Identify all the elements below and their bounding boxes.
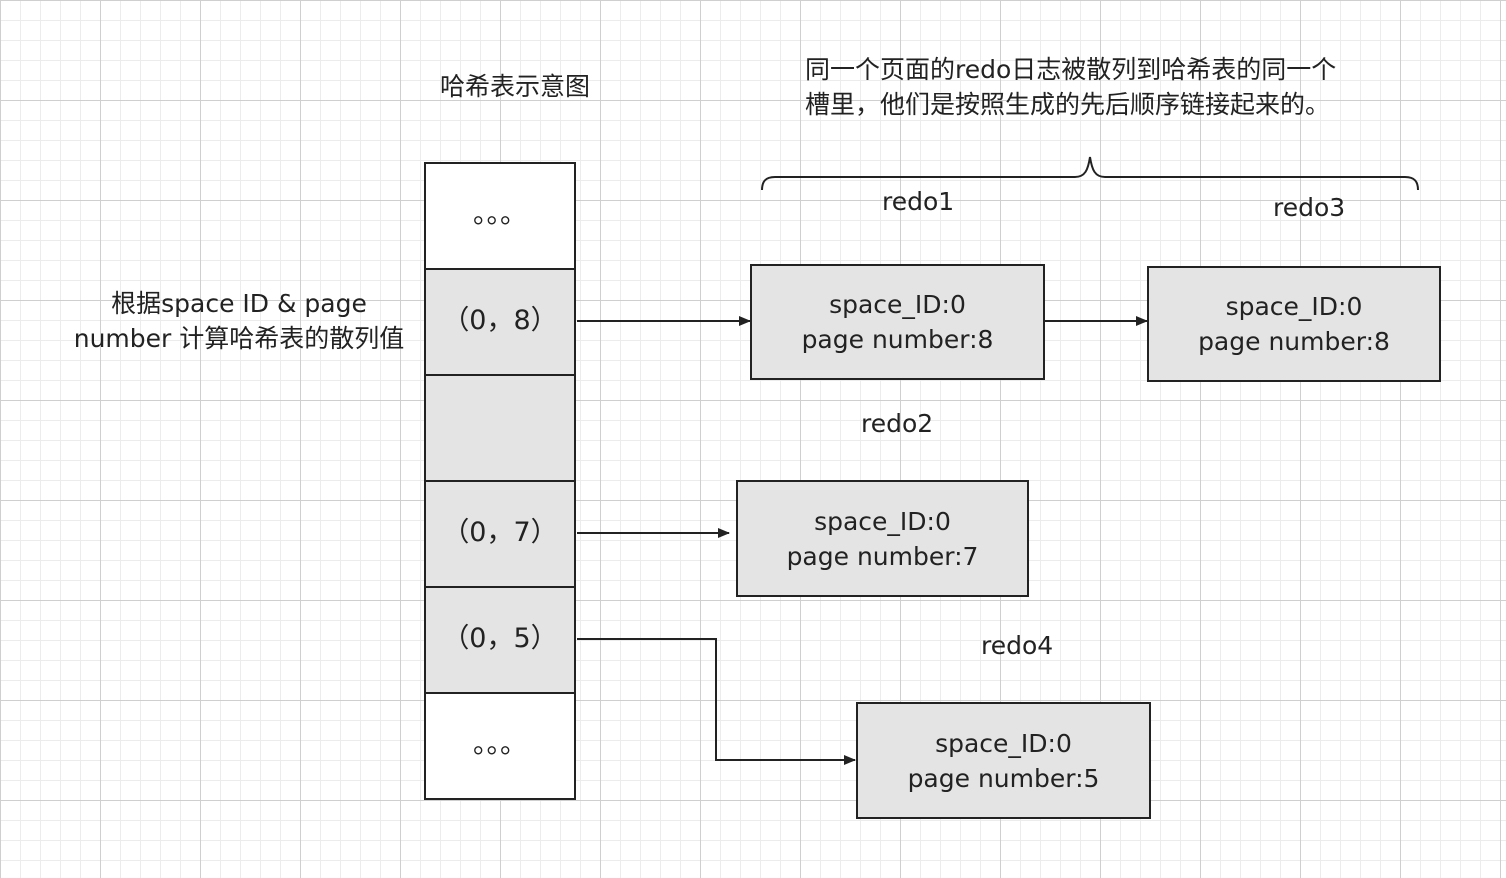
redo3-page-number: page number:8 [1198, 327, 1390, 356]
redo2-space-id: space_ID:0 [814, 506, 951, 536]
hash-slot-2 [424, 374, 576, 482]
hash-table [424, 162, 576, 800]
redo3-space-id: space_ID:0 [1225, 292, 1363, 321]
note-line-1: 同一个页面的redo日志被散列到哈希表的同一个 [805, 55, 1337, 84]
hash-slot-0 [424, 162, 576, 270]
redo1-label: redo1 [882, 187, 955, 216]
hash-slot-1 [424, 268, 576, 376]
redo2-node: space_ID:0 page number:7 [736, 480, 1029, 597]
hash-slot-4 [424, 586, 576, 694]
hash-slot-0-text: 。。。 [473, 199, 527, 230]
hash-slot-4-text: （0，5） [442, 623, 558, 654]
redo1-node: space_ID:0 page number:8 [750, 264, 1045, 380]
redo4-node: space_ID:0 page number:5 [856, 702, 1151, 819]
redo1-page-number: page number:8 [801, 325, 994, 354]
redo4-page-number: page number:5 [907, 763, 1100, 793]
hash-label-line-2: number 计算哈希表的散列值 [73, 324, 405, 353]
hash-label-line-1: 根据space ID & page [111, 289, 367, 318]
note-line-2: 槽里，他们是按照生成的先后顺序链接起来的。 [805, 90, 1331, 119]
arrow-slot5-to-redo4 [577, 638, 856, 765]
curly-brace [761, 156, 1419, 191]
hash-slot-5-text: 。。。 [473, 729, 527, 760]
hash-slot-3 [424, 480, 576, 588]
redo3-node: space_ID:0 page number:8 [1147, 266, 1441, 382]
hash-slot-3-text: （0，7） [442, 517, 558, 548]
redo2-label: redo2 [861, 409, 934, 438]
redo2-page-number: page number:7 [786, 541, 979, 571]
hash-slot-5 [424, 692, 576, 800]
redo3-label: redo3 [1273, 193, 1346, 222]
redo4-label: redo4 [981, 631, 1054, 660]
hash-slot-1-text: （0，8） [442, 305, 558, 336]
diagram-title: 哈希表示意图 [440, 72, 591, 101]
redo4-space-id: space_ID:0 [935, 728, 1072, 758]
redo1-space-id: space_ID:0 [829, 290, 966, 319]
